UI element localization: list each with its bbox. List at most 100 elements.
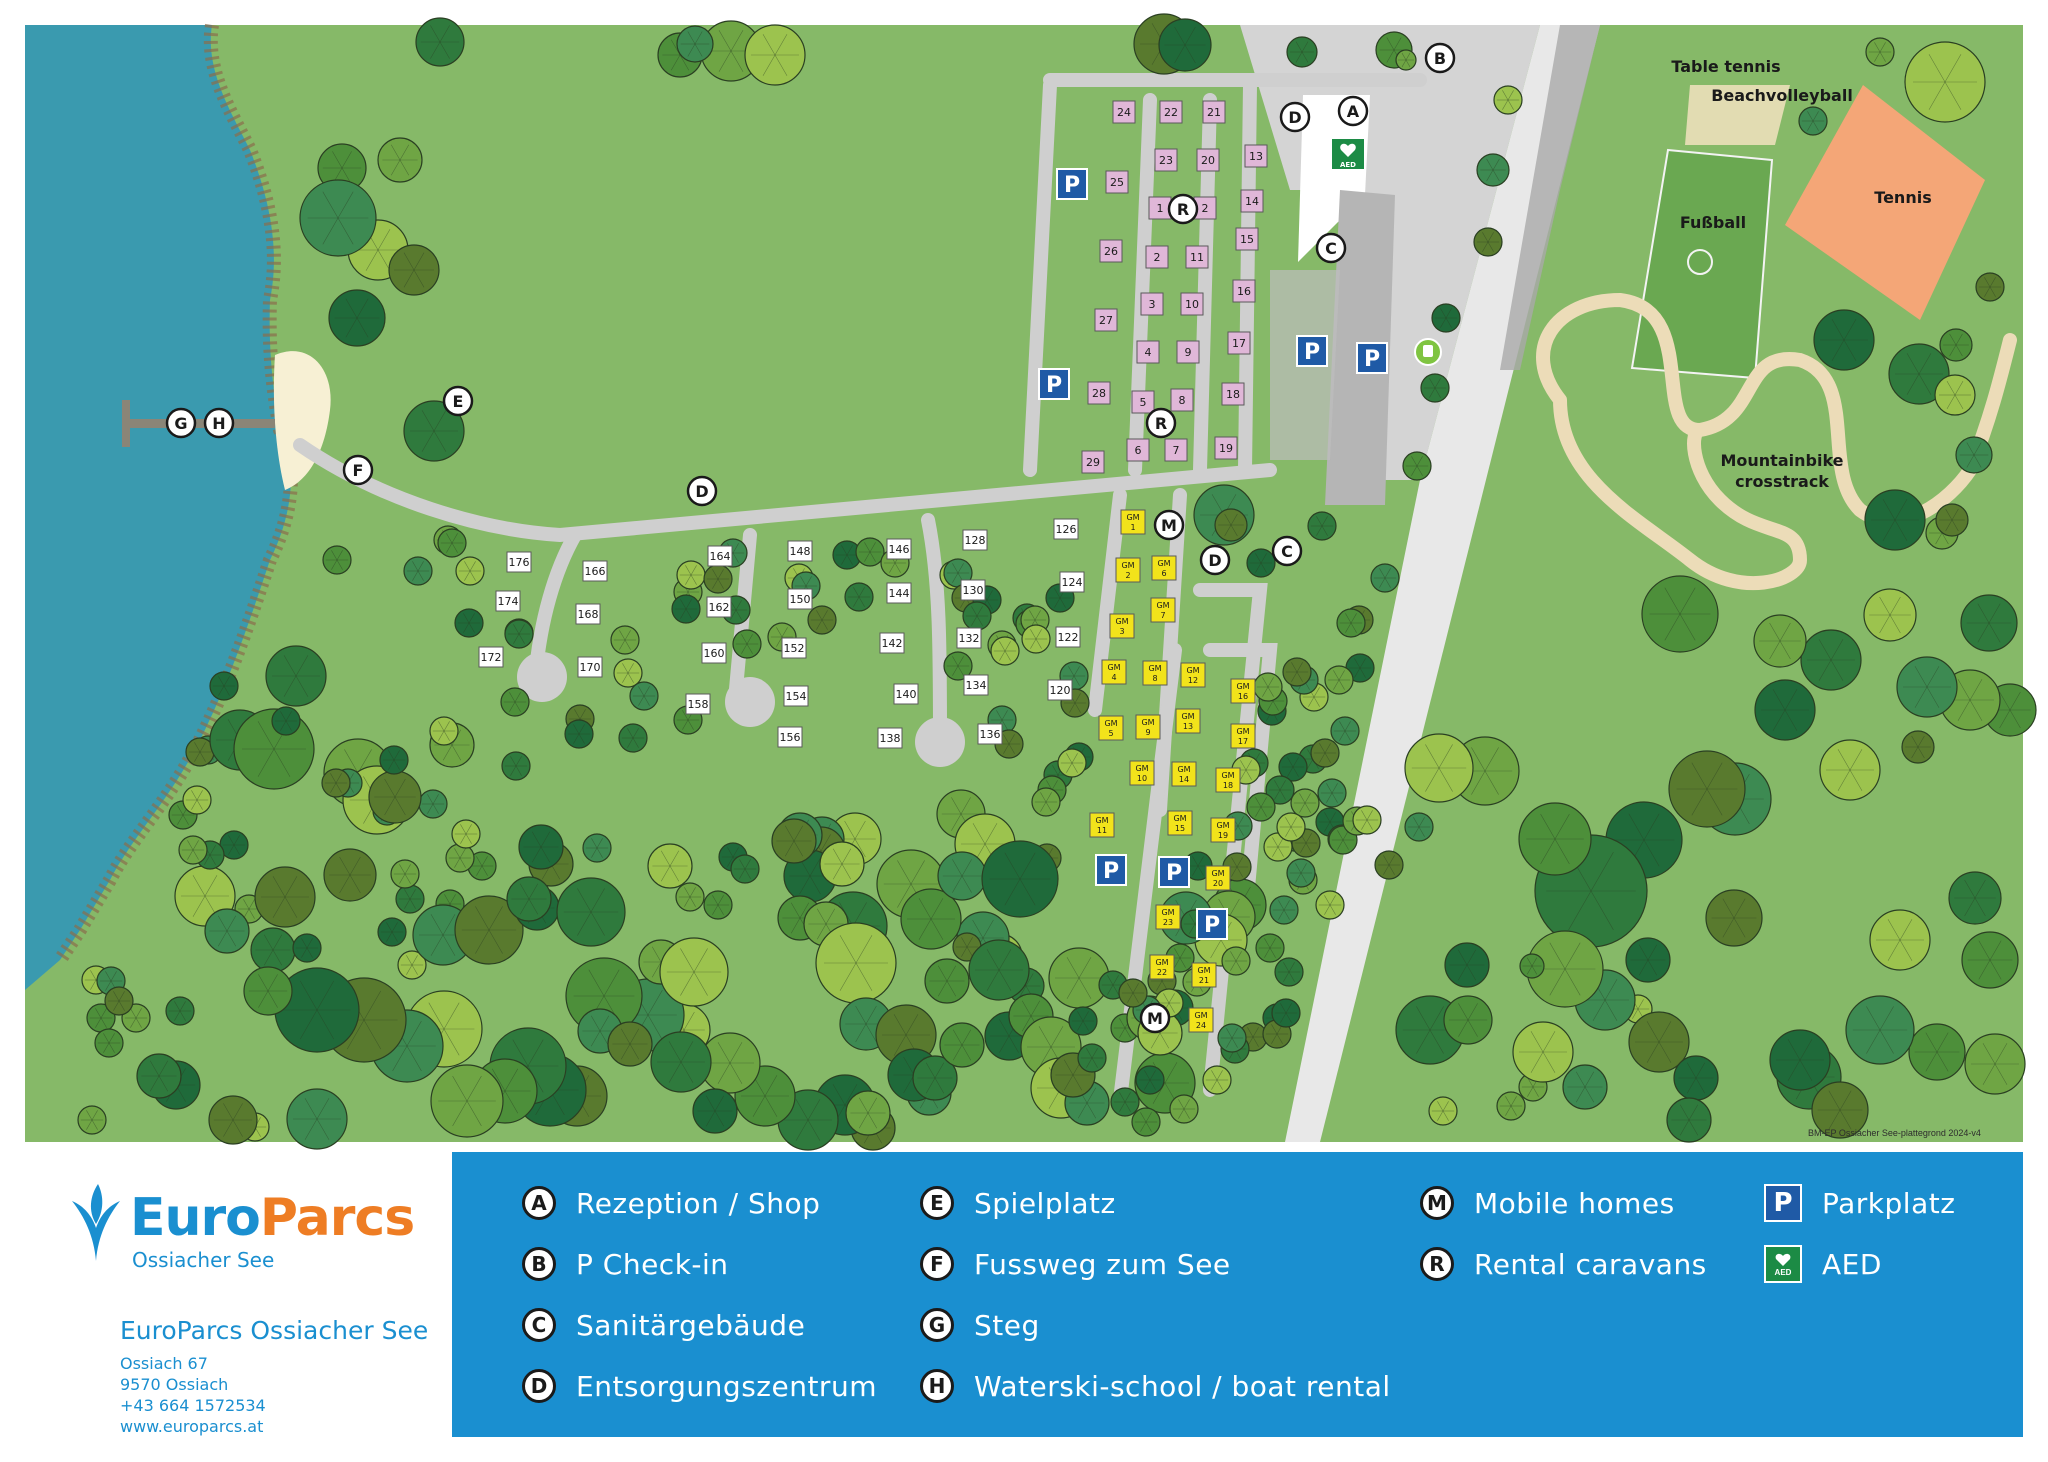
rental-caravan-19[interactable]: 19 (1214, 436, 1238, 460)
mobile-home-5[interactable]: GM5 (1098, 715, 1124, 741)
rental-caravan-16[interactable]: 16 (1232, 279, 1256, 303)
rental-caravan-1[interactable]: 1 (1148, 196, 1172, 220)
plot-162[interactable]: 162 (706, 596, 732, 618)
rental-caravan-7[interactable]: 7 (1164, 438, 1188, 462)
rental-caravan-3[interactable]: 3 (1140, 292, 1164, 316)
rental-caravan-22[interactable]: 22 (1159, 100, 1183, 124)
plot-158[interactable]: 158 (685, 693, 711, 715)
rental-caravan-29[interactable]: 29 (1081, 450, 1105, 474)
rental-caravan-17[interactable]: 17 (1227, 331, 1251, 355)
plot-138[interactable]: 138 (877, 727, 903, 749)
mobile-home-2[interactable]: GM2 (1115, 557, 1141, 583)
plot-130[interactable]: 130 (960, 579, 986, 601)
rental-caravan-26[interactable]: 26 (1099, 239, 1123, 263)
plot-132[interactable]: 132 (956, 627, 982, 649)
rental-caravan-14[interactable]: 14 (1240, 189, 1264, 213)
marker-r[interactable]: R (1145, 407, 1177, 439)
plot-148[interactable]: 148 (787, 540, 813, 562)
rental-caravan-15[interactable]: 15 (1235, 227, 1259, 251)
rental-caravan-24[interactable]: 24 (1112, 100, 1136, 124)
marker-r[interactable]: R (1167, 193, 1199, 225)
plot-122[interactable]: 122 (1055, 626, 1081, 648)
marker-b[interactable]: B (1424, 42, 1456, 74)
plot-154[interactable]: 154 (783, 685, 809, 707)
tree-icon (1939, 328, 1973, 362)
plot-128[interactable]: 128 (962, 529, 988, 551)
plot-146[interactable]: 146 (886, 538, 912, 560)
address-phone[interactable]: +43 664 1572534 (120, 1396, 266, 1415)
plot-170[interactable]: 170 (577, 656, 603, 678)
rental-caravan-27[interactable]: 27 (1094, 308, 1118, 332)
rental-caravan-21[interactable]: 21 (1202, 100, 1226, 124)
plot-168[interactable]: 168 (575, 603, 601, 625)
plot-174[interactable]: 174 (495, 590, 521, 612)
marker-m[interactable]: M (1153, 509, 1185, 541)
plot-166[interactable]: 166 (582, 560, 608, 582)
rental-caravan-13[interactable]: 13 (1244, 144, 1268, 168)
rental-caravan-23[interactable]: 23 (1154, 148, 1178, 172)
plot-172[interactable]: 172 (478, 646, 504, 668)
mobile-home-9[interactable]: GM9 (1135, 714, 1161, 740)
rental-caravan-10[interactable]: 10 (1180, 292, 1204, 316)
plot-126[interactable]: 126 (1053, 518, 1079, 540)
plot-142[interactable]: 142 (879, 632, 905, 654)
rental-caravan-6[interactable]: 6 (1126, 438, 1150, 462)
plot-150[interactable]: 150 (787, 588, 813, 610)
rental-caravan-4[interactable]: 4 (1136, 340, 1160, 364)
mobile-home-6[interactable]: GM6 (1151, 555, 1177, 581)
plot-156[interactable]: 156 (777, 726, 803, 748)
marker-d[interactable]: D (686, 475, 718, 507)
marker-h[interactable]: H (203, 407, 235, 439)
rental-caravan-11[interactable]: 11 (1185, 245, 1209, 269)
marker-d[interactable]: D (1199, 544, 1231, 576)
rental-caravan-2[interactable]: 2 (1145, 245, 1169, 269)
mobile-home-3[interactable]: GM3 (1109, 613, 1135, 639)
mobile-home-8[interactable]: GM8 (1142, 660, 1168, 686)
mobile-home-4[interactable]: GM4 (1101, 659, 1127, 685)
mobile-home-1[interactable]: GM1 (1120, 509, 1146, 535)
marker-m[interactable]: M (1139, 1002, 1171, 1034)
marker-g[interactable]: G (165, 407, 197, 439)
rental-caravan-9[interactable]: 9 (1176, 340, 1200, 364)
plot-152[interactable]: 152 (781, 637, 807, 659)
plot-136[interactable]: 136 (977, 723, 1003, 745)
marker-d[interactable]: D (1279, 101, 1311, 133)
rental-caravan-28[interactable]: 28 (1087, 381, 1111, 405)
plot-176[interactable]: 176 (506, 551, 532, 573)
plot-140[interactable]: 140 (893, 683, 919, 705)
marker-a[interactable]: A (1337, 95, 1369, 127)
plot-164[interactable]: 164 (707, 545, 733, 567)
rental-caravan-18[interactable]: 18 (1221, 382, 1245, 406)
plot-120[interactable]: 120 (1047, 679, 1073, 701)
rental-caravan-20[interactable]: 20 (1196, 148, 1220, 172)
marker-e[interactable]: E (442, 385, 474, 417)
plot-134[interactable]: 134 (963, 674, 989, 696)
plot-160[interactable]: 160 (701, 642, 727, 664)
rental-caravan-8[interactable]: 8 (1170, 388, 1194, 412)
marker-f[interactable]: F (342, 454, 374, 486)
rental-caravan-25[interactable]: 25 (1105, 170, 1129, 194)
plot-124[interactable]: 124 (1059, 571, 1085, 593)
address-website[interactable]: www.europarcs.at (120, 1417, 264, 1436)
rental-caravan-5[interactable]: 5 (1131, 390, 1155, 414)
marker-c[interactable]: C (1315, 232, 1347, 264)
mobile-home-7[interactable]: GM7 (1150, 597, 1176, 623)
plot-144[interactable]: 144 (886, 582, 912, 604)
marker-c[interactable]: C (1271, 535, 1303, 567)
